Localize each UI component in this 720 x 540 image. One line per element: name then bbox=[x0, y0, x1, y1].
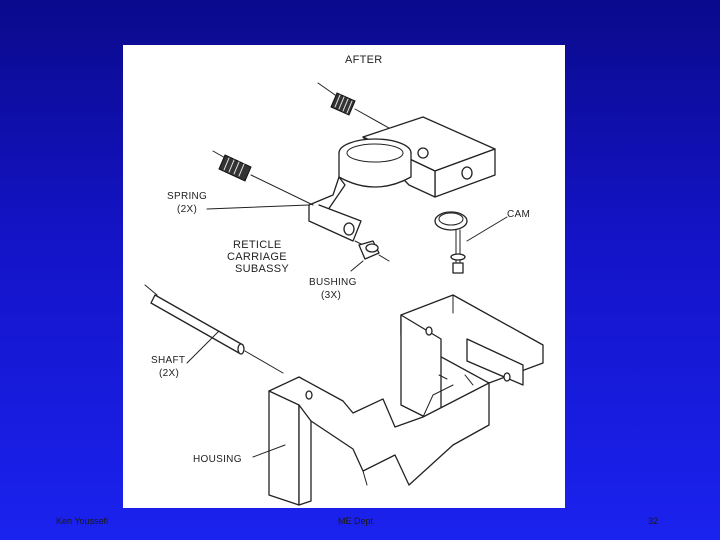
shaft-label: SHAFT bbox=[151, 355, 185, 366]
bushing-qty-label: (3X) bbox=[321, 290, 341, 301]
upper-spring bbox=[317, 82, 406, 138]
reticle-label-line1: RETICLE bbox=[233, 239, 282, 251]
cam-label: CAM bbox=[507, 209, 530, 220]
shaft-qty-label: (2X) bbox=[159, 368, 179, 379]
bushing-label: BUSHING bbox=[309, 277, 357, 288]
diagram-title: AFTER bbox=[345, 54, 383, 66]
reticle-label-line3: SUBASSY bbox=[235, 263, 289, 275]
footer-author: Ken Youssefi bbox=[56, 516, 109, 526]
shaft bbox=[144, 284, 284, 374]
housing-label: HOUSING bbox=[193, 454, 242, 465]
bushing bbox=[350, 240, 390, 272]
lower-spring bbox=[212, 150, 314, 206]
cam bbox=[434, 211, 508, 274]
footer-course: ME Dept bbox=[338, 516, 374, 526]
exploded-assembly-diagram: AFTER SPRING (2X) RETICLE CARRIA bbox=[123, 45, 565, 508]
footer-page-number: 32 bbox=[648, 516, 659, 526]
housing bbox=[252, 294, 544, 506]
reticle-carriage bbox=[308, 116, 496, 242]
reticle-label-line2: CARRIAGE bbox=[227, 251, 287, 263]
spring-label: SPRING bbox=[167, 191, 207, 202]
spring-qty-label: (2X) bbox=[177, 204, 197, 215]
